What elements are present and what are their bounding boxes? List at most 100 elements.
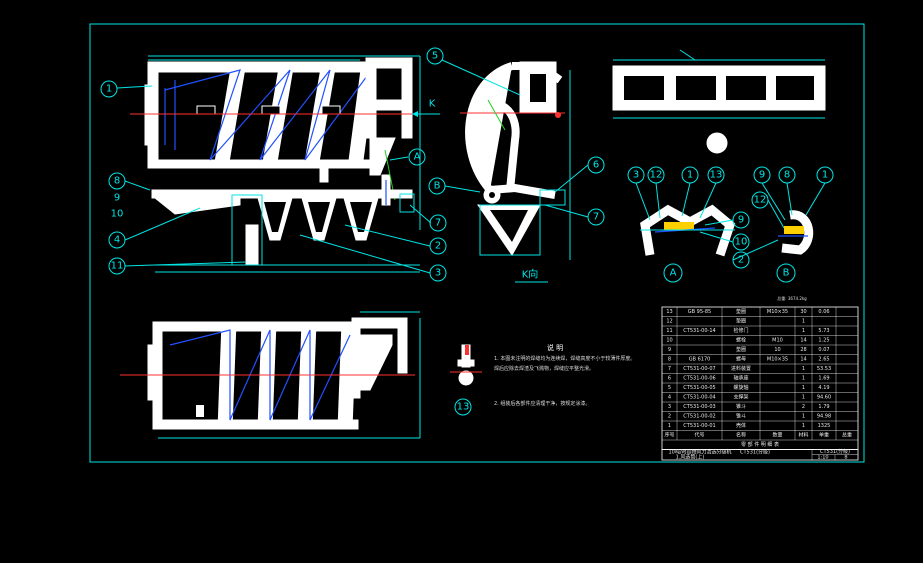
table-cell: 壳体	[736, 422, 746, 429]
table-cell: 1	[802, 366, 805, 372]
table-cell: 螺旋轴	[733, 384, 748, 391]
svg-text:4: 4	[114, 235, 120, 246]
part-balloons: 1 5 A B 6 7 7 2 3 8 9 10 4 11 13 3 12 1	[100, 47, 834, 416]
table-cell: 4	[668, 394, 671, 400]
table-cell: M10	[772, 337, 783, 343]
k-side-view: K向	[460, 61, 571, 283]
drawing-number: CT531(分级)	[740, 449, 770, 456]
table-cell: 13	[666, 309, 672, 315]
table-column-header: 序号	[664, 431, 674, 438]
table-cell: CT531-00-06	[683, 375, 715, 381]
table-cell: 1	[668, 423, 671, 429]
detail-b: B	[776, 210, 814, 283]
svg-text:12: 12	[650, 170, 663, 181]
table-cell: 14	[800, 337, 806, 343]
table-cell: 1	[802, 385, 805, 391]
svg-text:A: A	[414, 152, 421, 163]
svg-text:1: 1	[687, 170, 693, 181]
table-cell: 1325	[818, 423, 831, 429]
svg-text:A: A	[670, 268, 677, 279]
table-cell: M10×35	[767, 356, 788, 362]
table-cell: 6	[668, 375, 671, 381]
table-cell: 0.06	[818, 309, 829, 315]
table-cell: CT531-00-04	[683, 394, 715, 400]
svg-text:7: 7	[435, 218, 441, 229]
table-cell: 轴承座	[733, 374, 748, 381]
table-cell: 10	[666, 337, 672, 343]
table-cell: GB 6170	[689, 356, 711, 362]
svg-text:6: 6	[593, 160, 599, 171]
table-cell: CT531-00-05	[683, 385, 715, 391]
table-cell: 10	[774, 347, 780, 353]
table-cell: 支撑架	[733, 393, 748, 400]
table-cell: 3	[668, 404, 671, 410]
detail-b-tag: B	[776, 263, 796, 283]
k-arrow-label: K	[429, 99, 436, 110]
svg-text:13: 13	[710, 170, 723, 181]
drawing-border	[89, 23, 865, 463]
table-cell: 垫圈	[736, 346, 746, 353]
k-view-label: K向	[522, 268, 539, 281]
detail-a-tag: A	[663, 263, 683, 283]
table-header-note: 总重: 3674.2kg	[777, 295, 807, 301]
table-cell: CT531-00-07	[683, 366, 715, 372]
svg-text:9: 9	[114, 193, 120, 204]
table-column-header: 总重	[842, 431, 852, 438]
table-cell: 垫圈	[736, 317, 746, 324]
table-cell: CT531-00-03	[683, 404, 715, 410]
svg-text:9: 9	[738, 215, 744, 226]
svg-text:2: 2	[435, 241, 441, 252]
table-column-header: 数量	[772, 431, 782, 438]
table-cell: 5.73	[818, 328, 829, 334]
table-cell: 1	[802, 318, 805, 324]
table-cell: 94.98	[817, 413, 831, 419]
svg-text:1: 1	[822, 170, 828, 181]
technical-notes: 说 明 1. 本图未注明的焊缝均为连续焊，焊缝高度不小于较薄件厚度。 焊后应除去…	[494, 343, 635, 407]
svg-text:5: 5	[432, 51, 438, 62]
table-column-header: 代号	[694, 431, 704, 438]
table-cell: 进料装置	[731, 365, 751, 372]
notes-title: 说 明	[547, 343, 563, 352]
table-cell: 检修门	[733, 327, 748, 334]
table-cell: 7	[668, 366, 671, 372]
table-cell: 1	[802, 328, 805, 334]
notes-line: 焊后应除去焊渣及飞溅物，焊缝应平整光滑。	[494, 365, 594, 372]
main-front-view: K	[130, 55, 440, 273]
svg-text:11: 11	[111, 261, 124, 272]
table-cell: GB 95-85	[688, 309, 711, 315]
table-cell: 12	[666, 318, 672, 324]
table-cell: 螺栓	[736, 336, 746, 343]
table-cell: 2.65	[818, 356, 829, 362]
balloon-label: 1	[106, 84, 112, 95]
drawing-sheet-number: 8	[844, 454, 847, 460]
svg-text:10: 10	[735, 237, 748, 248]
svg-text:2: 2	[738, 255, 744, 266]
table-cell: 1	[802, 423, 805, 429]
table-cell: CT531-00-02	[683, 413, 715, 419]
table-cell: 1.25	[818, 337, 829, 343]
table-column-header: 名称	[736, 431, 746, 438]
table-cell: 锥斗	[736, 412, 746, 419]
table-column-header: 单重	[819, 431, 829, 438]
part-13-detail	[450, 344, 482, 386]
table-cell: 94.60	[817, 394, 831, 400]
table-cell: 1	[802, 394, 805, 400]
svg-text:3: 3	[435, 268, 441, 279]
table-cell: 9	[668, 347, 671, 353]
table-cell: 1	[802, 413, 805, 419]
svg-text:B: B	[434, 181, 441, 192]
table-cell: 1.69	[818, 375, 829, 381]
table-cell: 5	[668, 385, 671, 391]
table-cell: CT531-00-01	[683, 423, 715, 429]
section-view	[120, 311, 421, 439]
table-cell: 2	[668, 413, 671, 419]
table-cell: 2	[802, 404, 805, 410]
table-cell: M10×35	[767, 309, 788, 315]
drawing-subtitle: 1.风选筒(上)	[676, 453, 705, 460]
table-cell: 14	[800, 356, 806, 362]
table-cell: CT531-00-14	[683, 328, 715, 334]
table-cell: 螺母	[736, 355, 746, 362]
table-cell: 11	[666, 328, 672, 334]
